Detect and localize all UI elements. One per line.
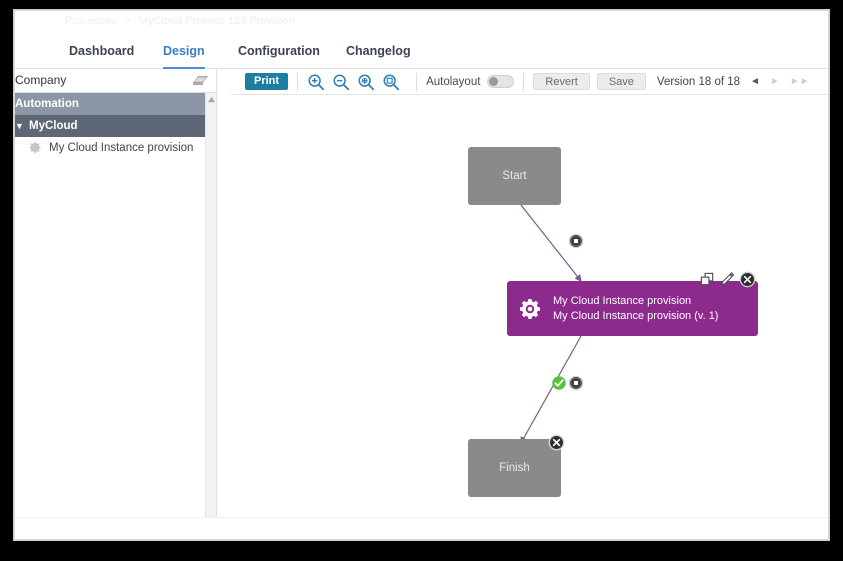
print-button[interactable]: Print (245, 73, 289, 90)
tab-bar: Dashboard Design Configuration Changelog (15, 31, 828, 69)
sidebar-scrollbar[interactable] (205, 93, 216, 517)
version-next-button[interactable]: ► (769, 76, 780, 87)
sidebar-item-label: MyCloud (29, 120, 78, 132)
sidebar-item-my-cloud-instance-provision[interactable]: My Cloud Instance provision (15, 137, 216, 159)
zoom-actual-size-icon[interactable] (382, 73, 400, 91)
breadcrumb-separator: > (124, 15, 131, 27)
sidebar-item-automation[interactable]: Automation (15, 93, 216, 115)
connector-layer (520, 204, 582, 445)
design-toolbar: Print Autolayout (231, 69, 828, 95)
gear-icon (29, 142, 41, 153)
valid-check-icon (552, 376, 566, 390)
node-finish[interactable]: Finish (468, 439, 561, 497)
tab-changelog[interactable]: Changelog (346, 44, 411, 58)
breadcrumb-root[interactable]: Processes (65, 15, 117, 27)
node-task-my-cloud-instance-provision[interactable]: My Cloud Instance provision My Cloud Ins… (507, 271, 758, 336)
breadcrumb: Processes > MyCloud Process 123 Provisio… (65, 11, 295, 31)
node-task-line1: My Cloud Instance provision (553, 294, 692, 307)
version-last-button[interactable]: ►► (789, 76, 810, 87)
connector-settings-icon[interactable] (568, 233, 584, 249)
zoom-in-icon[interactable] (307, 73, 325, 91)
gear-icon (520, 298, 540, 319)
copy-icon[interactable] (699, 271, 716, 288)
toolbar-divider (523, 72, 525, 91)
version-prev-button[interactable]: ◄ (750, 76, 760, 87)
sidebar-item-label: My Cloud Instance provision (49, 142, 194, 154)
caret-down-icon[interactable]: ▼ (15, 121, 24, 131)
node-action-group (699, 271, 756, 288)
save-button[interactable]: Save (596, 73, 646, 90)
sidebar-item-label: Automation (15, 98, 79, 110)
autolayout-toggle[interactable] (487, 75, 515, 88)
connector-task-to-finish[interactable] (520, 335, 582, 445)
zoom-fit-icon[interactable] (357, 73, 375, 91)
toolbar-divider (297, 72, 299, 91)
workflow-canvas[interactable]: Start Finish My Cloud Instance provision… (231, 95, 828, 517)
scroll-up-arrow-icon[interactable] (207, 95, 216, 104)
node-start[interactable]: Start (468, 147, 561, 205)
sidebar-panel: Company Automation ▼ MyCloud My Cloud In… (15, 69, 217, 517)
sidebar-search-input[interactable]: Company (15, 73, 67, 87)
sidebar-item-mycloud[interactable]: ▼ MyCloud (15, 115, 216, 137)
node-task-labels: My Cloud Instance provision My Cloud Ins… (553, 294, 718, 324)
breadcrumb-current: MyCloud Process 123 Provision (138, 15, 295, 27)
close-circle-icon[interactable] (548, 434, 565, 451)
canvas-bottom-strip (15, 517, 828, 539)
zoom-out-icon[interactable] (332, 73, 350, 91)
autolayout-label: Autolayout (426, 75, 481, 88)
eraser-icon[interactable] (192, 75, 209, 86)
revert-button[interactable]: Revert (533, 73, 590, 90)
connector-start-to-task[interactable] (520, 204, 582, 282)
node-label: Start (502, 170, 527, 182)
toolbar-divider (416, 72, 418, 91)
tab-configuration[interactable]: Configuration (238, 44, 320, 58)
connector-settings-icon[interactable] (568, 375, 584, 391)
toggle-knob (489, 77, 499, 86)
edit-pencil-icon[interactable] (719, 271, 736, 288)
version-label: Version 18 of 18 (656, 75, 741, 88)
node-label: Finish (499, 462, 530, 474)
tab-dashboard[interactable]: Dashboard (69, 44, 135, 58)
sidebar-search-row: Company (15, 69, 216, 93)
tab-design[interactable]: Design (163, 31, 205, 69)
close-circle-icon[interactable] (739, 271, 756, 288)
node-task-line2: My Cloud Instance provision (v. 1) (553, 309, 719, 322)
app-window: Processes > MyCloud Process 123 Provisio… (14, 10, 829, 540)
